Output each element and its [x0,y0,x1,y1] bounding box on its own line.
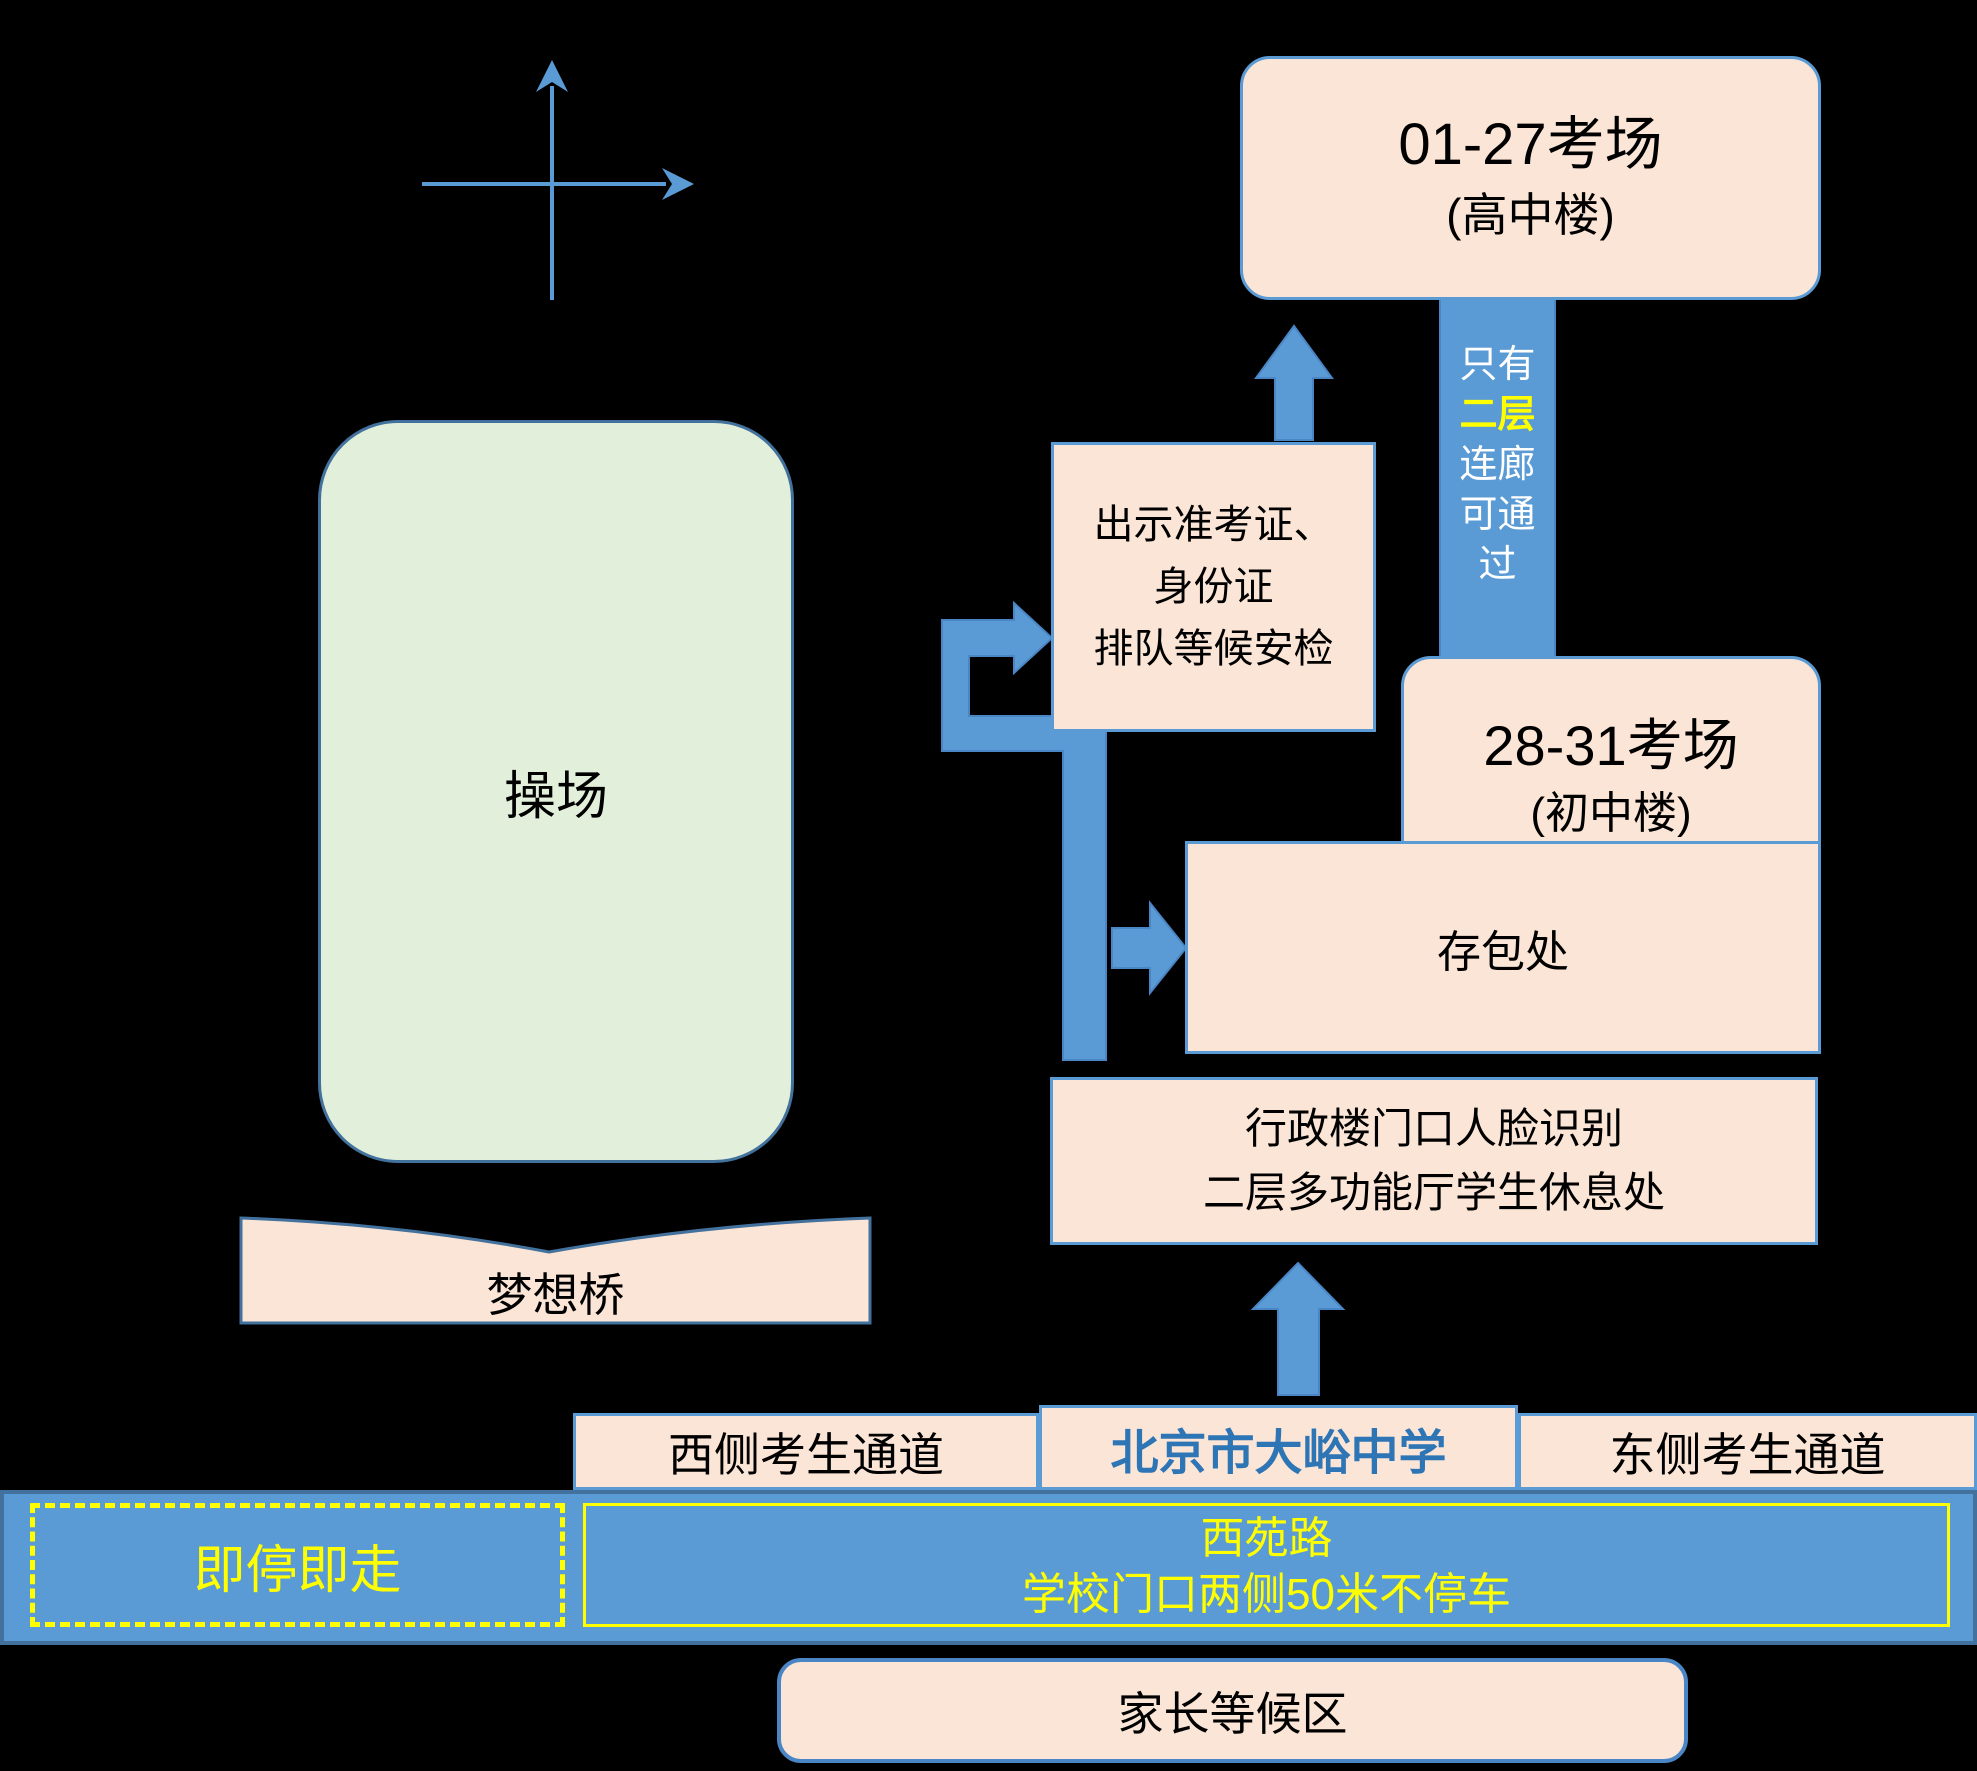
gate-to-admin-arrow [1250,1261,1346,1396]
exam-rooms-01-27-subtitle: (高中楼) [1446,189,1615,241]
exam-rooms-01-27-title: 01-27考场 [1398,112,1663,177]
corridor-note-line: 只有 [1459,344,1536,386]
corridor-note-line-highlight: 二层 [1459,394,1536,436]
security-to-exam-arrow [1254,324,1334,441]
parent-waiting-area: 家长等候区 [777,1658,1688,1763]
exam-rooms-28-31-subtitle: (初中楼) [1530,788,1692,838]
playground-area: 操场 [318,420,794,1163]
east-candidate-passage: 东侧考生通道 [1518,1413,1977,1490]
compass-icon [422,60,694,300]
bag-storage-box: 存包处 [1185,841,1821,1054]
road-name-box: 西苑路 学校门口两侧50米不停车 [583,1503,1950,1627]
security-check-box: 出示准考证、 身份证 排队等候安检 [1051,442,1376,732]
exam-rooms-28-31-title: 28-31考场 [1483,713,1739,777]
exam-rooms-01-27-box: 01-27考场 (高中楼) [1240,56,1821,300]
corridor-note-line: 连廊 [1459,444,1536,486]
dream-bridge-label: 梦想桥 [486,1269,625,1321]
dream-bridge-shape [239,1216,872,1325]
admin-building-box: 行政楼门口人脸识别 二层多功能厅学生休息处 [1050,1077,1818,1245]
corridor-note-line: 过 [1478,544,1517,586]
second-floor-corridor-connector: 只有 二层 连廊 可通 过 [1439,300,1556,670]
west-candidate-passage: 西侧考生通道 [573,1413,1039,1490]
playground-label: 操场 [503,768,608,826]
road-name: 西苑路 [1200,1514,1333,1563]
bag-storage-arrow [1111,900,1188,996]
school-name-gate: 北京市大峪中学 [1039,1405,1518,1490]
corridor-note-line: 可通 [1459,494,1536,536]
road-bar [0,1490,1977,1645]
road-rule: 学校门口两侧50米不停车 [1022,1570,1511,1619]
drop-off-zone: 即停即走 [30,1503,565,1627]
